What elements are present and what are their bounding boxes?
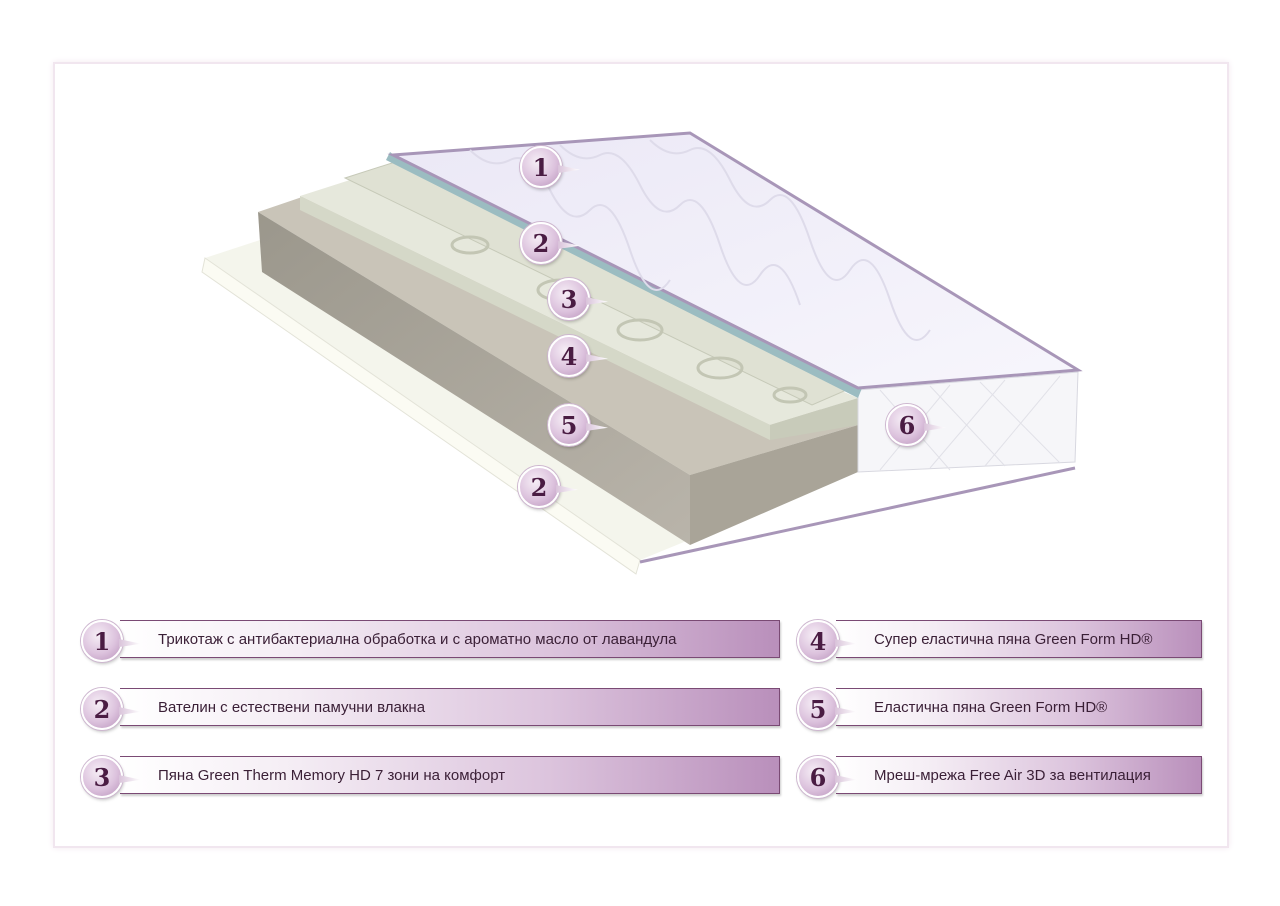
diagram-label-5: 5 <box>548 404 590 446</box>
legend-badge-3: 3 <box>81 756 123 798</box>
legend-item-2: Вателин с естествени памучни влакна <box>120 688 780 726</box>
legend-badge-5: 5 <box>797 688 839 730</box>
legend-badge-4: 4 <box>797 620 839 662</box>
diagram-label-2-bottom: 2 <box>518 466 560 508</box>
layer-1-quilted-top <box>387 131 1083 390</box>
diagram-label-6: 6 <box>886 404 928 446</box>
layer-2-batting-strip <box>386 152 862 398</box>
diagram-label-3: 3 <box>548 278 590 320</box>
diagram-label-4: 4 <box>548 335 590 377</box>
legend-text: Супер еластична пяна Green Form HD® <box>874 630 1153 648</box>
legend-badge-1: 1 <box>81 620 123 662</box>
diagram-label-1: 1 <box>520 146 562 188</box>
diagram-label-2: 2 <box>520 222 562 264</box>
legend-text: Еластична пяна Green Form HD® <box>874 698 1108 716</box>
legend-text: Вателин с естествени памучни влакна <box>158 698 426 716</box>
legend-item-4: Супер еластична пяна Green Form HD® <box>836 620 1202 658</box>
legend-badge-6: 6 <box>797 756 839 798</box>
legend-item-1: Трикотаж с антибактериална обработка и с… <box>120 620 780 658</box>
legend-text: Пяна Green Therm Memory HD 7 зони на ком… <box>158 766 506 784</box>
legend-text: Трикотаж с антибактериална обработка и с… <box>158 630 677 648</box>
side-mesh-panel <box>857 371 1079 473</box>
legend-text: Мреш-мрежа Free Air 3D за вентилация <box>874 766 1151 784</box>
legend-item-3: Пяна Green Therm Memory HD 7 зони на ком… <box>120 756 780 794</box>
legend-item-6: Мреш-мрежа Free Air 3D за вентилация <box>836 756 1202 794</box>
legend-item-5: Еластична пяна Green Form HD® <box>836 688 1202 726</box>
legend-badge-2: 2 <box>81 688 123 730</box>
